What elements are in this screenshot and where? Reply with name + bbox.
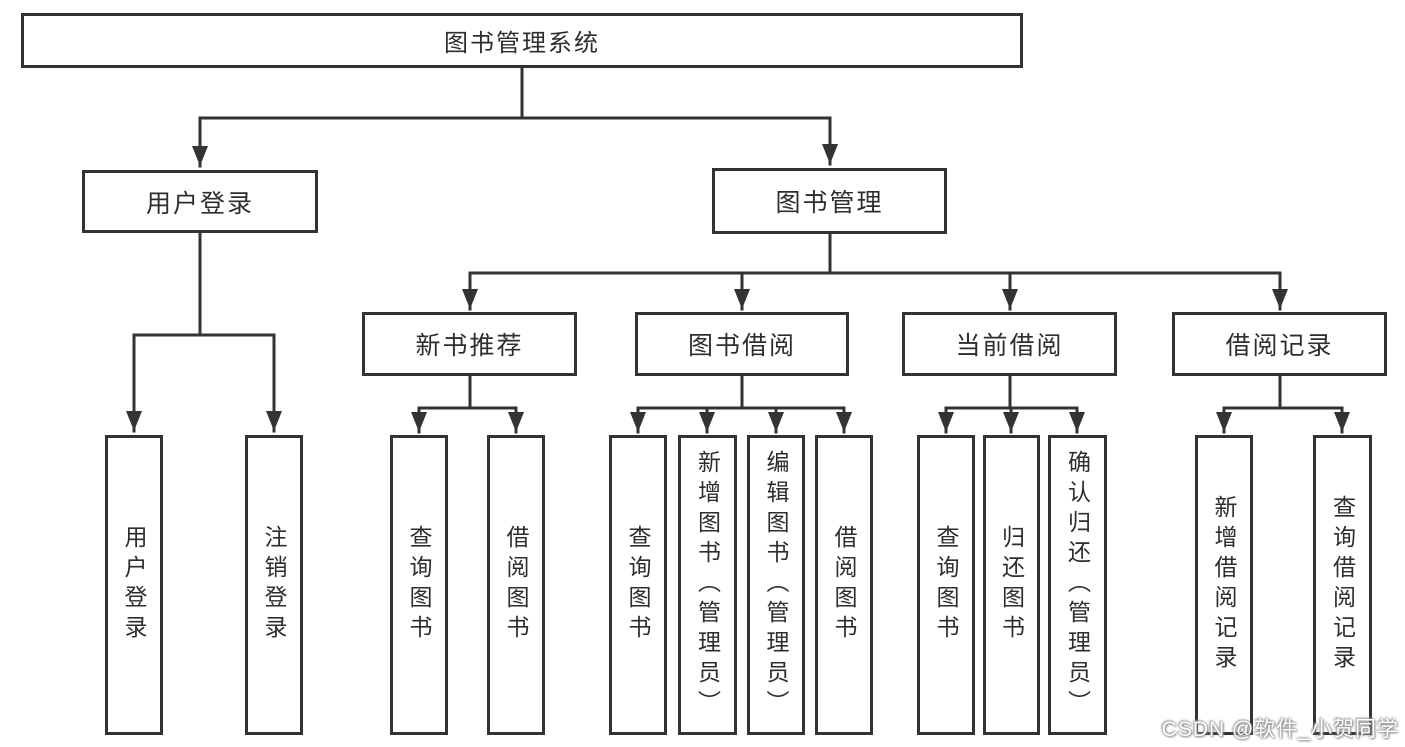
leaf-query-books-recommend: 查询图书	[390, 435, 448, 735]
node-book-management: 图书管理	[712, 168, 947, 234]
node-new-book-recommendation: 新书推荐	[362, 312, 577, 376]
leaf-add-borrow-record: 新增借阅记录	[1195, 435, 1253, 735]
leaf-query-books-borrowing: 查询图书	[609, 435, 667, 735]
node-library-system-root: 图书管理系统	[21, 13, 1023, 68]
node-current-borrowing: 当前借阅	[902, 312, 1117, 376]
leaf-return-book: 归还图书	[983, 435, 1040, 735]
leaf-borrow-books-recommend: 借阅图书	[487, 435, 545, 735]
leaf-borrow-books-borrowing: 借阅图书	[815, 435, 873, 735]
leaf-edit-book-admin: 编辑图书（管理员）	[747, 435, 805, 735]
leaf-query-books-current: 查询图书	[917, 435, 975, 735]
node-user-login: 用户登录	[82, 170, 318, 233]
leaf-user-login: 用户登录	[105, 435, 163, 735]
leaf-logout: 注销登录	[245, 435, 303, 735]
node-borrowing-records: 借阅记录	[1172, 312, 1387, 376]
watermark: CSDN @软件_小贺同学	[1161, 718, 1399, 741]
leaf-add-book-admin: 新增图书（管理员）	[678, 435, 737, 735]
leaf-query-borrow-record: 查询借阅记录	[1313, 435, 1372, 735]
leaf-confirm-return-admin: 确认归还（管理员）	[1048, 435, 1107, 735]
node-book-borrowing: 图书借阅	[635, 312, 849, 376]
